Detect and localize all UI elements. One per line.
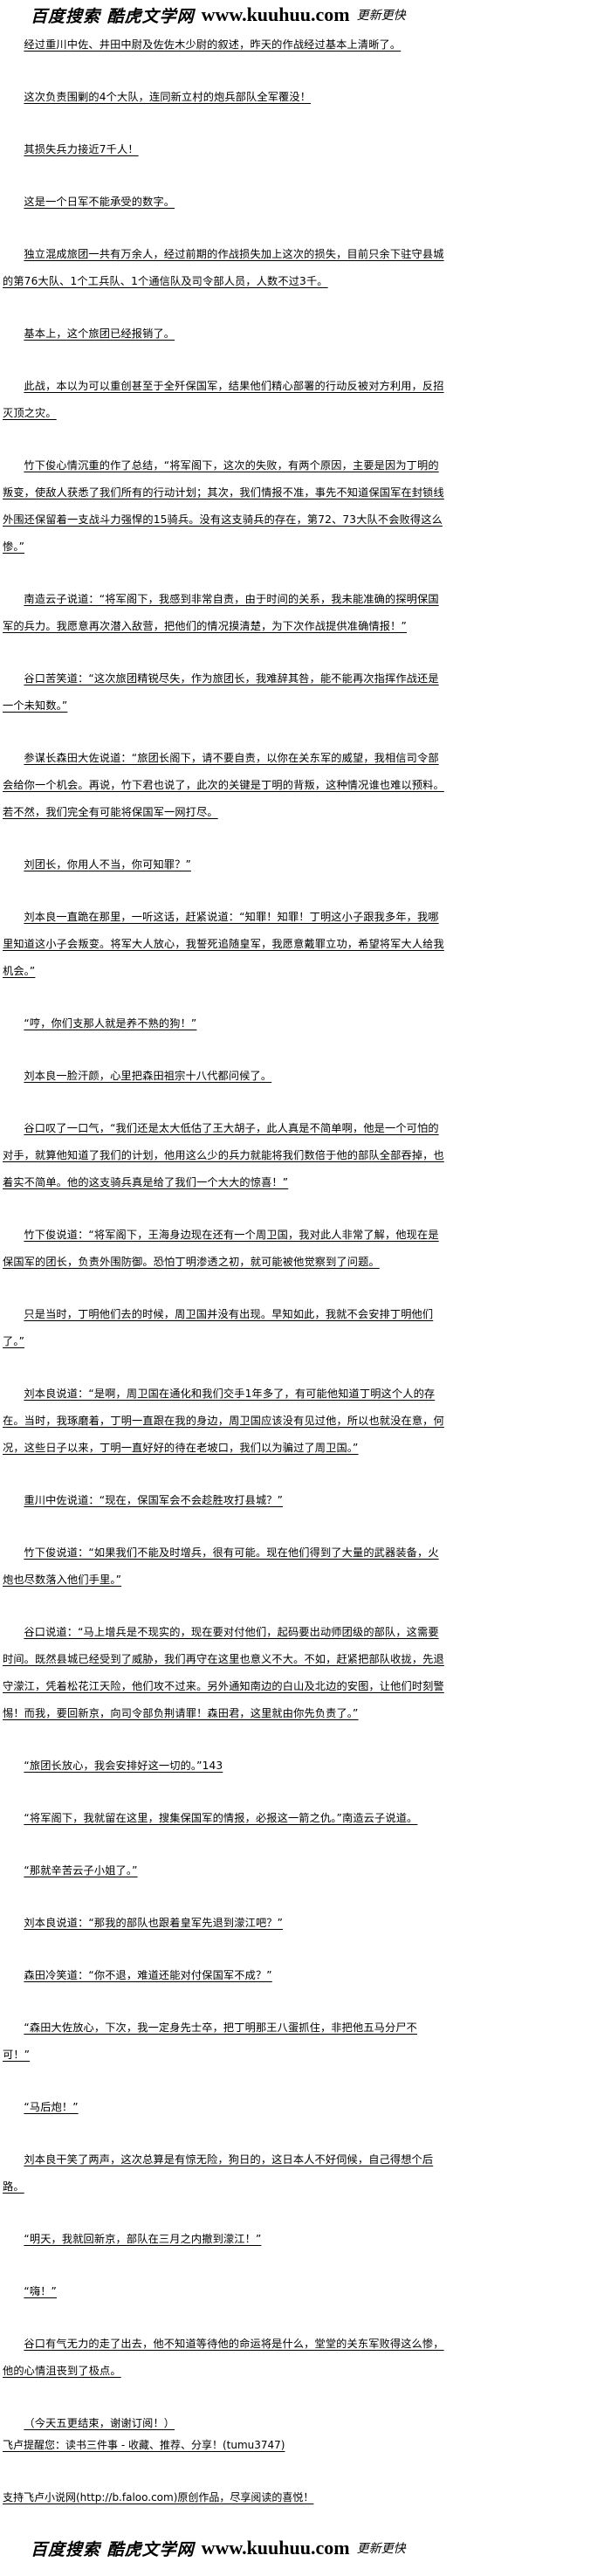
paragraph-text: 刘本良一直跪在那里，一听这话，赶紧说道：“知罪！知罪！丁明这小子跟我多年，我哪里… — [3, 911, 444, 977]
paragraph: 竹下俊说道：“将军阁下，王海身边现在还有一个周卫国，我对此人非常了解，他现在是保… — [3, 1222, 444, 1276]
banner-url: www.kuuhuu.com — [201, 3, 350, 25]
paragraph: 刘团长，你用人不当，你可知罪？” — [3, 851, 444, 878]
paragraph-text: 竹下俊说道：“如果我们不能及时增兵，很有可能。现在他们得到了大量的武器装备，火炮… — [3, 1546, 439, 1586]
site-banner-top: 百度搜索 酷虎文学网 www.kuuhuu.com 更新更快 — [31, 2, 415, 28]
paragraph: “旅团长放心，我会安排好这一切的。”143 — [3, 1753, 444, 1780]
paragraph: 只是当时，丁明他们去的时候，周卫国并没有出现。早知如此，我就不会安排丁明他们了。… — [3, 1301, 444, 1355]
paragraph-text: 谷口叹了一口气，“我们还是太大低估了王大胡子，此人真是不简单啊，他是一个可怕的对… — [3, 1122, 444, 1188]
paragraph: 刘本良一直跪在那里，一听这话，赶紧说道：“知罪！知罪！丁明这小子跟我多年，我哪里… — [3, 904, 444, 985]
paragraph: “那就辛苦云子小姐了。” — [3, 1857, 444, 1884]
paragraph: 独立混成旅团一共有万余人，经过前期的作战损失加上这次的损失，目前只余下驻守县城的… — [3, 241, 444, 295]
paragraph: 谷口苦笑道：“这次旅团精锐尽失，作为旅团长，我难辞其咎，能不能再次指挥作战还是一… — [3, 665, 444, 720]
paragraph: 参谋长森田大佐说道：“旅团长阁下，请不要自责，以你在关东军的威望，我相信司令部会… — [3, 745, 444, 826]
paragraph-text: 刘团长，你用人不当，你可知罪？” — [24, 858, 191, 871]
paragraph-text: “嗨！” — [24, 2285, 57, 2297]
paragraph: 森田冷笑道：“你不退，难道还能对付保国军不成？” — [3, 1962, 444, 1989]
paragraph-text: 谷口说道：“马上增兵是不现实的，现在要对付他们，起码要出动师团级的部队，这需要时… — [3, 1626, 444, 1719]
site-banner-bottom: 百度搜索 酷虎文学网 www.kuuhuu.com 更新更快 — [31, 2535, 415, 2561]
paragraph-text: 南造云子说道：“将军阁下，我感到非常自责，由于时间的关系，我未能准确的探明保国军… — [3, 593, 439, 632]
paragraph-text: 竹下俊说道：“将军阁下，王海身边现在还有一个周卫国，我对此人非常了解，他现在是保… — [3, 1229, 439, 1268]
banner-url: www.kuuhuu.com — [201, 2537, 350, 2559]
paragraph: 重川中佐说道：“现在，保国军会不会趁胜攻打县城？” — [3, 1487, 444, 1514]
paragraph: 谷口说道：“马上增兵是不现实的，现在要对付他们，起码要出动师团级的部队，这需要时… — [3, 1619, 444, 1727]
paragraph: 经过重川中佐、井田中尉及佐佐木少尉的叙述，昨天的作战经过基本上清晰了。 — [3, 31, 444, 59]
paragraph: 刘本良干笑了两声，这次总算是有惊无险，狗日的，这日本人不好伺候，自己得想个后路。 — [3, 2146, 444, 2201]
banner-site-name: 百度搜索 酷虎文学网 — [31, 6, 195, 26]
paragraph: “哼，你们支那人就是养不熟的狗！” — [3, 1010, 444, 1037]
paragraph-text: 森田冷笑道：“你不退，难道还能对付保国军不成？” — [24, 1969, 272, 1981]
paragraph-text: “明天，我就回新京，部队在三月之内撤到濛江！” — [24, 2233, 262, 2245]
paragraph-text: 这是一个日军不能承受的数字。 — [24, 196, 175, 208]
paragraph-text: 经过重川中佐、井田中尉及佐佐木少尉的叙述，昨天的作战经过基本上清晰了。 — [24, 38, 402, 51]
paragraph: “明天，我就回新京，部队在三月之内撤到濛江！” — [3, 2226, 444, 2253]
paragraph: “马后炮！” — [3, 2094, 444, 2121]
footer-reminder: 飞卢提醒您：读书三件事 - 收藏、推荐、分享！(tumu3747) — [3, 2439, 285, 2451]
page-footer: 飞卢提醒您：读书三件事 - 收藏、推荐、分享！(tumu3747) 支持飞卢小说… — [3, 2436, 457, 2541]
paragraph-text: 重川中佐说道：“现在，保国军会不会趁胜攻打县城？” — [24, 1494, 284, 1506]
paragraph-text: “旅团长放心，我会安排好这一切的。”143 — [24, 1760, 223, 1772]
paragraph: 基本上，这个旅团已经报销了。 — [3, 320, 444, 348]
paragraph-text: 基本上，这个旅团已经报销了。 — [24, 327, 175, 340]
paragraph: “将军阁下，我就留在这里，搜集保国军的情报，必报这一箭之仇。”南造云子说道。 — [3, 1805, 444, 1832]
paragraph: 谷口叹了一口气，“我们还是太大低估了王大胡子，此人真是不简单啊，他是一个可怕的对… — [3, 1115, 444, 1196]
paragraph-text: 刘本良干笑了两声，这次总算是有惊无险，狗日的，这日本人不好伺候，自己得想个后路。 — [3, 2153, 434, 2193]
paragraph-text: 这次负责围剿的4个大队，连同新立村的炮兵部队全军覆没！ — [24, 91, 312, 103]
paragraph: 这是一个日军不能承受的数字。 — [3, 189, 444, 216]
paragraph-text: 独立混成旅团一共有万余人，经过前期的作战损失加上这次的损失，目前只余下驻守县城的… — [3, 248, 444, 287]
paragraph-text: 其损失兵力接近7千人！ — [24, 143, 139, 155]
paragraph-text: 刘本良一脸汗颜，心里把森田祖宗十八代都问候了。 — [24, 1070, 272, 1082]
paragraph: 南造云子说道：“将军阁下，我感到非常自责，由于时间的关系，我未能准确的探明保国军… — [3, 586, 444, 640]
footer-support-link[interactable]: 支持飞卢小说网(http://b.faloo.com)原创作品，尽享阅读的喜悦！ — [3, 2491, 314, 2504]
paragraph-text: 刘本良说道：“是啊，周卫国在通化和我们交手1年多了，有可能他知道丁明这个人的存在… — [3, 1388, 444, 1454]
paragraph-text: （今天五更结束，谢谢订阅！） — [24, 2417, 175, 2429]
paragraph: 竹下俊心情沉重的作了总结，“将军阁下，这次的失败，有两个原因，主要是因为丁明的叛… — [3, 452, 444, 561]
paragraph-text: 竹下俊心情沉重的作了总结，“将军阁下，这次的失败，有两个原因，主要是因为丁明的叛… — [3, 459, 444, 553]
paragraph-text: “马后炮！” — [24, 2101, 79, 2113]
paragraph: 谷口有气无力的走了出去，他不知道等待他的命运将是什么，堂堂的关东军败得这么惨，他… — [3, 2331, 444, 2385]
paragraph: （今天五更结束，谢谢订阅！） — [3, 2410, 444, 2437]
paragraph: 此战，本以为可以重创甚至于全歼保国军，结果他们精心部署的行动反被对方利用，反招灭… — [3, 373, 444, 427]
paragraph: 竹下俊说道：“如果我们不能及时增兵，很有可能。现在他们得到了大量的武器装备，火炮… — [3, 1539, 444, 1594]
paragraph-text: 谷口有气无力的走了出去，他不知道等待他的命运将是什么，堂堂的关东军败得这么惨，他… — [3, 2338, 444, 2377]
banner-tagline: 更新更快 — [356, 2542, 406, 2556]
banner-site-name: 百度搜索 酷虎文学网 — [31, 2539, 195, 2559]
paragraph-text: “将军阁下，我就留在这里，搜集保国军的情报，必报这一箭之仇。”南造云子说道。 — [24, 1812, 418, 1824]
banner-tagline: 更新更快 — [356, 9, 406, 23]
paragraph-text: “哼，你们支那人就是养不熟的狗！” — [24, 1017, 197, 1030]
paragraph: 这次负责围剿的4个大队，连同新立村的炮兵部队全军覆没！ — [3, 84, 444, 111]
paragraph: “森田大佐放心，下次，我一定身先士卒，把丁明那王八蛋抓住，非把他五马分尸不可！” — [3, 2015, 444, 2069]
paragraph-text: 刘本良说道：“那我的部队也跟着皇军先退到濛江吧？” — [24, 1917, 284, 1929]
paragraph-text: 此战，本以为可以重创甚至于全歼保国军，结果他们精心部署的行动反被对方利用，反招灭… — [3, 380, 444, 419]
paragraph-text: 只是当时，丁明他们去的时候，周卫国并没有出现。早知如此，我就不会安排丁明他们了。… — [3, 1308, 434, 1347]
paragraph-text: 参谋长森田大佐说道：“旅团长阁下，请不要自责，以你在关东军的威望，我相信司令部会… — [3, 752, 444, 818]
chapter-text: 经过重川中佐、井田中尉及佐佐木少尉的叙述，昨天的作战经过基本上清晰了。这次负责围… — [3, 31, 444, 2462]
paragraph: 刘本良说道：“那我的部队也跟着皇军先退到濛江吧？” — [3, 1910, 444, 1937]
paragraph: 刘本良说道：“是啊，周卫国在通化和我们交手1年多了，有可能他知道丁明这个人的存在… — [3, 1381, 444, 1462]
paragraph-text: “森田大佐放心，下次，我一定身先士卒，把丁明那王八蛋抓住，非把他五马分尸不可！” — [3, 2022, 418, 2061]
paragraph: 刘本良一脸汗颜，心里把森田祖宗十八代都问候了。 — [3, 1063, 444, 1090]
paragraph-text: 谷口苦笑道：“这次旅团精锐尽失，作为旅团长，我难辞其咎，能不能再次指挥作战还是一… — [3, 672, 439, 712]
paragraph-text: “那就辛苦云子小姐了。” — [24, 1864, 138, 1877]
paragraph: “嗨！” — [3, 2278, 444, 2305]
paragraph: 其损失兵力接近7千人！ — [3, 136, 444, 163]
